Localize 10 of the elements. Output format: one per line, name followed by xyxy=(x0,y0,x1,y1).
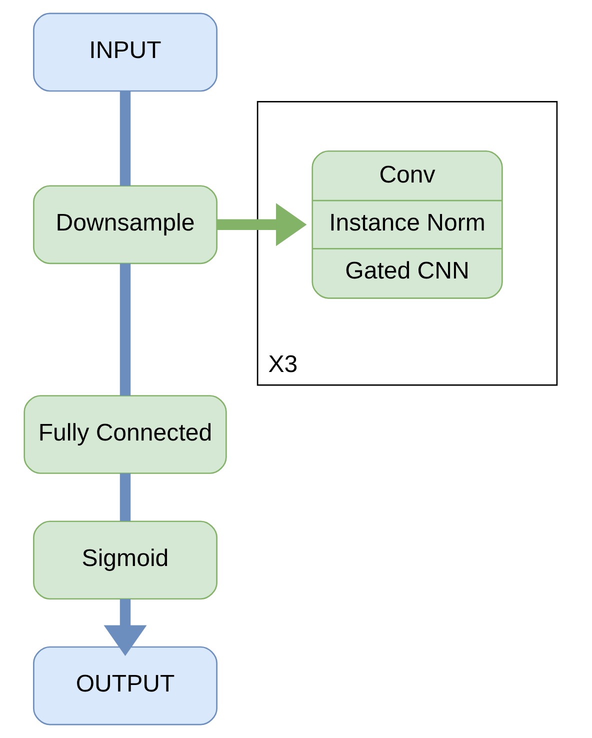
connector xyxy=(120,91,131,186)
node-box: OUTPUT xyxy=(33,646,218,726)
node-box: Fully Connected xyxy=(24,395,227,474)
arrow xyxy=(104,599,147,656)
node-box: Downsample xyxy=(33,185,218,264)
connector xyxy=(120,473,131,522)
connector xyxy=(120,264,131,396)
node-box: Sigmoid xyxy=(33,520,218,600)
node-box: INPUT xyxy=(33,12,218,92)
arrow xyxy=(217,203,307,246)
